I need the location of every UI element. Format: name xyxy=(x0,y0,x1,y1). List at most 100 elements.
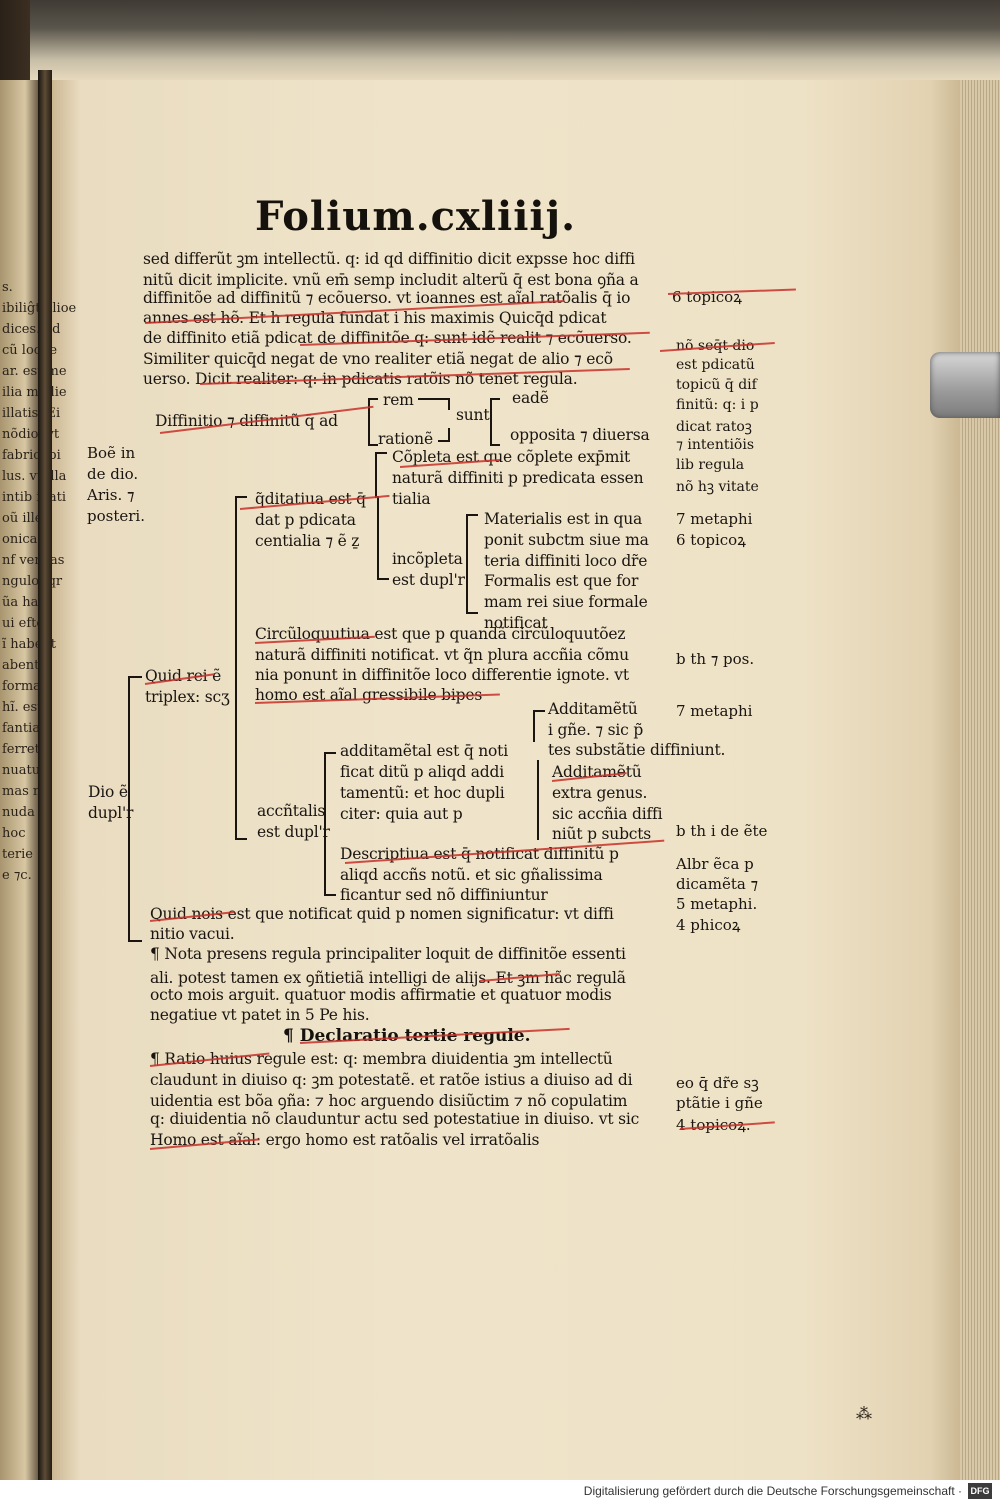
bracket xyxy=(128,676,142,942)
diagram-sunt: sunt xyxy=(456,406,490,424)
bracket xyxy=(438,428,450,442)
ratio-line: uidentia est bõa ꝯña: ⁊ hoc arguendo dis… xyxy=(150,1092,628,1110)
bracket xyxy=(418,398,450,410)
bracket xyxy=(533,710,545,742)
body-line: nitũ dicit implicite. vnũ em̄ semp inclu… xyxy=(143,271,639,289)
metal-clip xyxy=(930,352,1000,418)
left-page-fragment: ar. est me xyxy=(2,364,67,379)
diagram-circuloquutiua: nia ponunt in diffinitõe loco differenti… xyxy=(255,666,629,684)
left-page-fragment: hoc xyxy=(2,826,26,841)
diagram-formalis: notificat xyxy=(484,614,548,632)
bracket xyxy=(235,496,247,840)
margin-note: 6 topicoꝝ xyxy=(676,531,746,549)
left-page-fragment: lus. vt illa xyxy=(2,469,67,484)
diagram-materialis: Materialis est in qua xyxy=(484,510,643,528)
diagram-ratione: rationẽ xyxy=(378,430,433,448)
diagram-dio: dupl'r xyxy=(88,804,134,822)
margin-note: ptãtie i gñe xyxy=(676,1094,763,1112)
ratio-line: claudunt in diuiso q: ꝫm potestatẽ. et r… xyxy=(150,1071,633,1089)
margin-note-boe: Boẽ in xyxy=(87,444,136,462)
left-page-fragment: ngulo: qr xyxy=(2,574,63,589)
bracket xyxy=(324,752,336,896)
diagram-completa: naturã diffiniti p predicata essen xyxy=(392,469,644,487)
margin-note: nõ hꝫ vitate xyxy=(676,479,759,495)
body-line: sed differũt ꝫm intellectũ. q: id qd dif… xyxy=(143,250,635,268)
left-page-fragment: ferret xyxy=(2,742,40,757)
left-page-fragment: terie xyxy=(2,847,33,862)
diagram-dio: Dio ẽ xyxy=(88,783,128,801)
printer-mark: ⁂ xyxy=(856,1404,872,1423)
diagram-additamentalis: additamẽtal est q̄ noti xyxy=(340,742,508,760)
body-line: diffinitõe ad diffinitũ ⁊ ecõuerso. vt i… xyxy=(143,289,631,307)
diagram-additamentu-extra: sic accñia diffi xyxy=(552,805,663,823)
margin-note: eo q̄ dr̃e sꝫ xyxy=(676,1074,759,1092)
left-page-fragment: nf veritas xyxy=(2,553,65,568)
left-page-fragment: nuatu xyxy=(2,763,41,778)
ratio-line: Homo est aĩal: ergo homo est ratõalis ve… xyxy=(150,1131,540,1149)
margin-note: est pdicatũ xyxy=(676,357,755,373)
diagram-additamentu-extra: extra genus. xyxy=(552,784,648,802)
diagram-accntalis: accñtalis xyxy=(257,802,326,820)
margin-note: b th ⁊ pos. xyxy=(676,650,755,668)
diagram-quid-nois: nitio vacui. xyxy=(150,925,235,943)
left-page-fragment: e ⁊c. xyxy=(2,868,32,883)
margin-note: dicamẽta ⁊ xyxy=(676,875,759,893)
diagram-additamentu: Additamẽtũ xyxy=(548,700,638,718)
diagram-circuloquutiua: naturã diffiniti notificat. vt q̃n plura… xyxy=(255,646,629,664)
left-page-fragment: onica xyxy=(2,532,38,547)
bracket xyxy=(466,514,478,614)
left-page-fragment: fantia xyxy=(2,721,41,736)
margin-note: 7 metaphi xyxy=(676,702,753,720)
margin-note: 4 phicoꝝ xyxy=(676,916,741,934)
diagram-additamentu: i gñe. ⁊ sic p̃ xyxy=(548,721,644,739)
diagram-opposita: opposita ⁊ diuersa xyxy=(510,426,650,444)
margin-note: ⁊ intentiõis xyxy=(676,437,755,453)
bracket xyxy=(537,760,549,840)
diagram-quid-nois: Quid nois est que notificat quid p nomen… xyxy=(150,905,614,923)
diagram-additamentu-extra: Additamẽtũ xyxy=(552,763,642,781)
margin-note-boe: posteri. xyxy=(87,507,145,525)
margin-note-boe: de dio. xyxy=(87,465,139,483)
ratio-line: q: diuidentia nõ clauduntur actu sed pot… xyxy=(150,1110,640,1128)
diagram-descriptiua: ficantur sed nõ diffiniuntur xyxy=(340,886,548,904)
margin-note: dicat ratoꝫ xyxy=(676,419,752,435)
bracket xyxy=(368,398,378,446)
diagram-incompleta: est dupl'r xyxy=(392,571,465,589)
diagram-formalis: mam rei siue formale xyxy=(484,593,648,611)
nota-line: octo mois arguit. quatuor modis affirmat… xyxy=(150,986,612,1004)
margin-note-boe: Aris. ⁊ xyxy=(87,486,135,504)
diagram-additamentu: tes substãtie diffiniunt. xyxy=(548,741,726,759)
book-top-edge xyxy=(30,0,1000,80)
left-page-fragment: ilia medie xyxy=(2,385,67,400)
folio-title: Folium.cxliiij. xyxy=(255,193,576,240)
diagram-completa: tialia xyxy=(392,490,431,508)
body-line: annes est hõ. Et h regula fundat i his m… xyxy=(143,309,607,327)
margin-note: 5 metaphi. xyxy=(676,895,758,913)
left-page-fragment: oũ ille xyxy=(2,511,43,526)
margin-note: Albr ẽca p xyxy=(676,855,754,873)
bracket xyxy=(375,452,387,498)
diagram-eade: eadẽ xyxy=(512,389,549,407)
book-spine xyxy=(38,70,52,1480)
left-page-fragment: intib illati xyxy=(2,490,66,505)
left-page-fragment: nuda xyxy=(2,805,35,820)
nota-line: ¶ Nota presens regula principaliter loqu… xyxy=(150,945,626,963)
diagram-accntalis: est dupl'r xyxy=(257,823,330,841)
margin-note: finitũ: q: i p xyxy=(676,397,759,413)
margin-note: b th i de ẽte xyxy=(676,822,768,840)
diagram-additamentu-extra: niũt p subcts xyxy=(552,825,652,843)
margin-note: topicũ q̄ dif xyxy=(676,377,757,393)
diagram-formalis: Formalis est que for xyxy=(484,572,639,590)
left-page-fragment: hĩ. est xyxy=(2,700,43,715)
left-page-fragment: s. xyxy=(2,280,13,295)
diagram-materialis: ponit subctm siue ma xyxy=(484,531,649,549)
body-line: de diffinito etiã pdicat de diffinitõe q… xyxy=(143,329,632,347)
left-page-fragment: ũa hab xyxy=(2,595,47,610)
margin-note: lib regula xyxy=(676,457,745,473)
nota-line: ali. potest tamen ex ꝯñtietiã intelligi … xyxy=(150,969,626,987)
body-line: Similiter quicq̄d negat de vno realiter … xyxy=(143,350,613,368)
footer-text: Digitalisierung gefördert durch die Deut… xyxy=(583,1484,962,1498)
diagram-quid-rei: triplex: scʒ xyxy=(145,688,230,706)
footer-bar: Digitalisierung gefördert durch die Deut… xyxy=(0,1480,1000,1503)
